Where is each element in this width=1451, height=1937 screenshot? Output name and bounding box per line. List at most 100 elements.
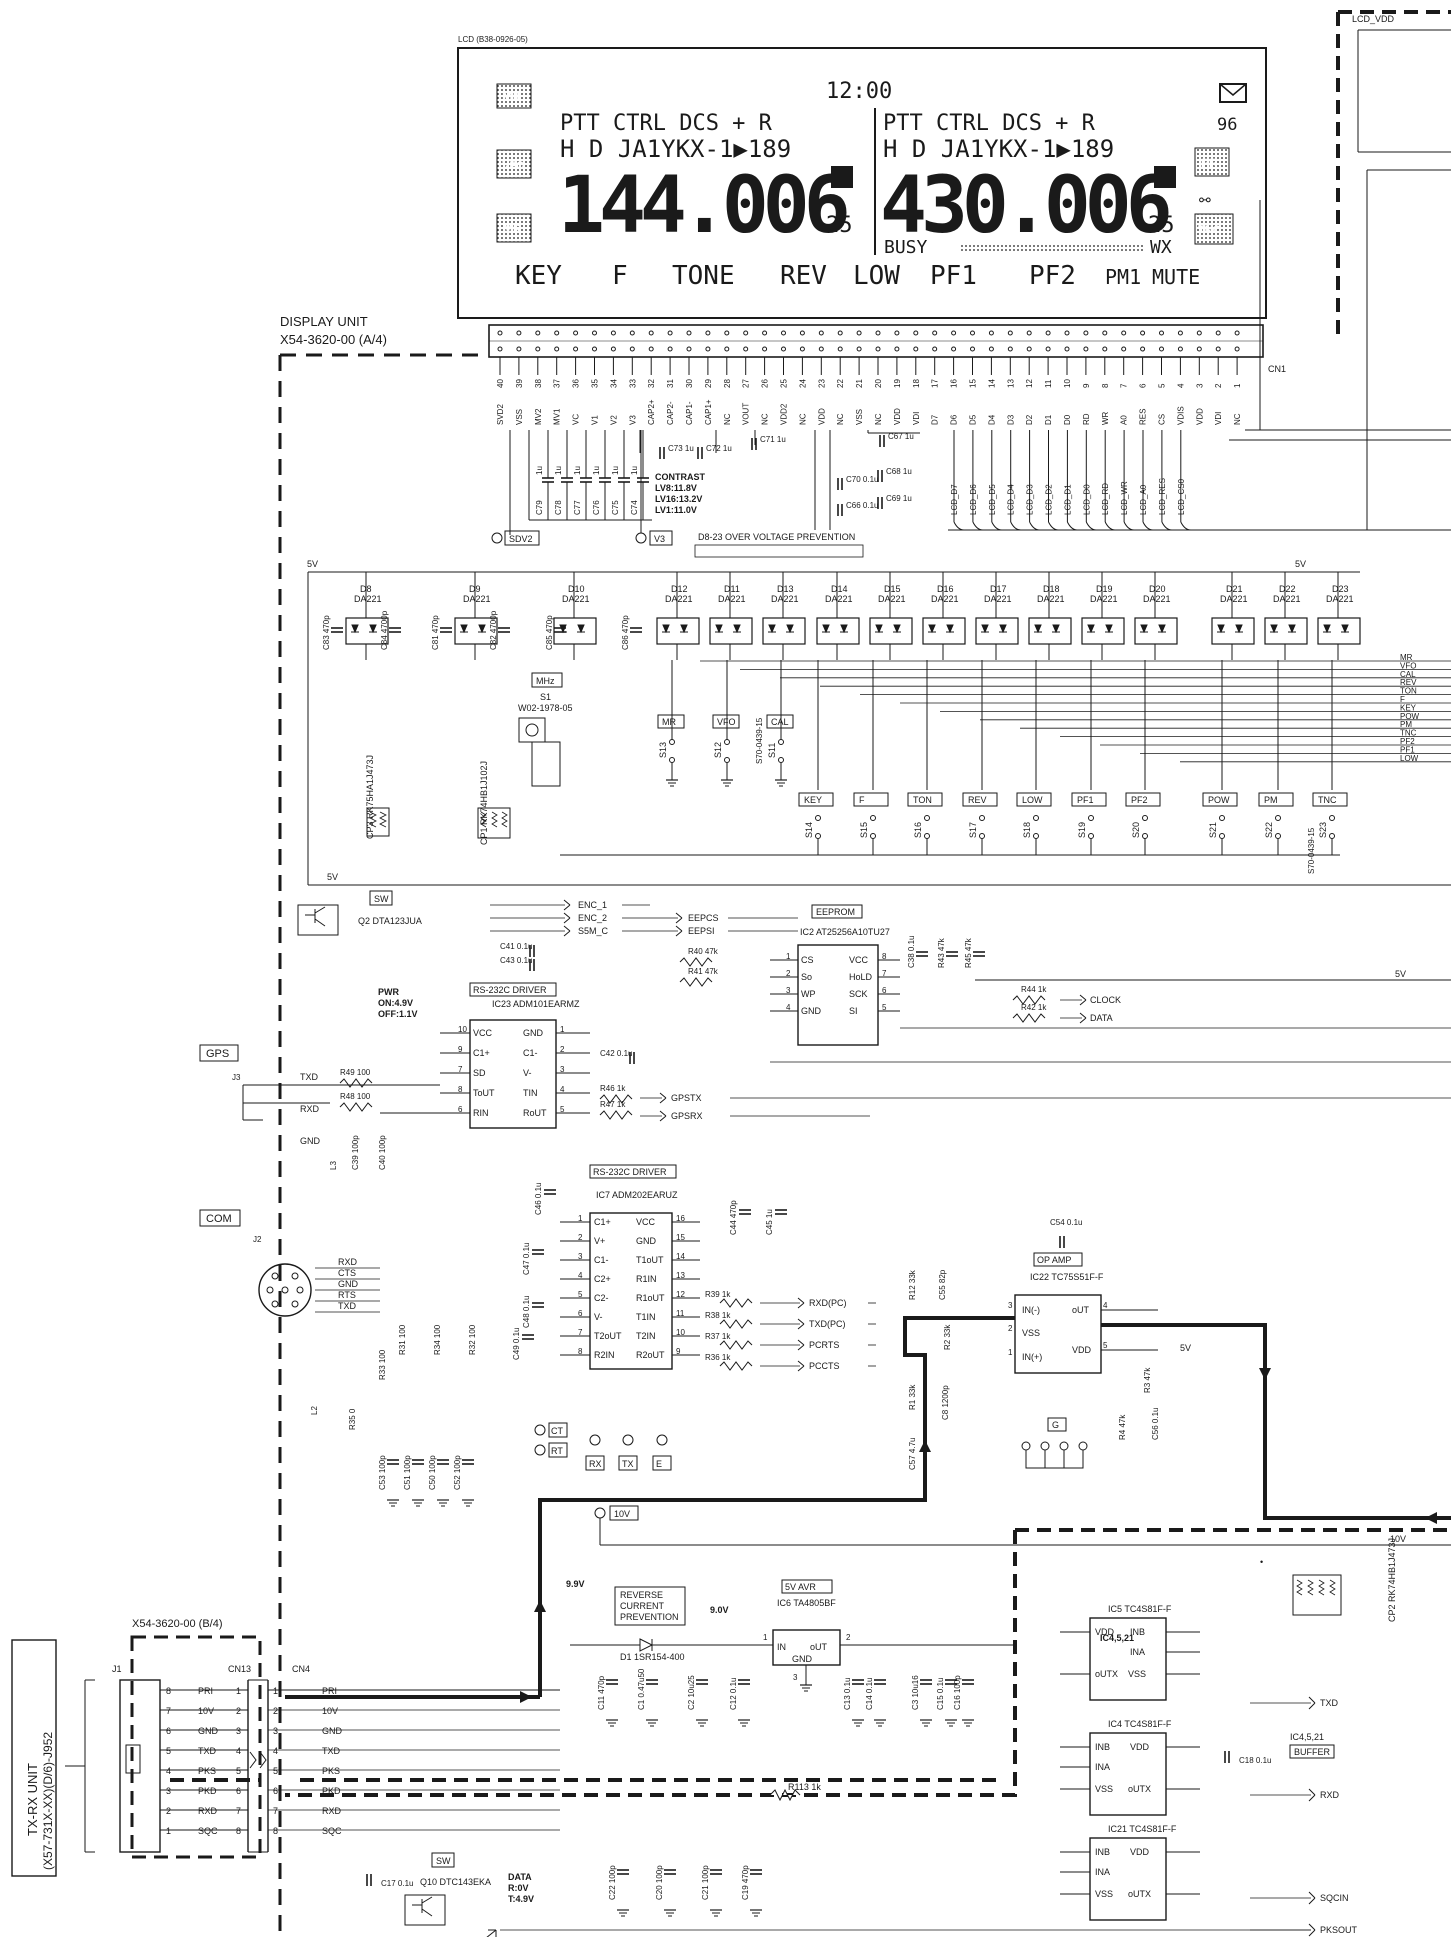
power-cap-label: C19 470p [741,1865,750,1900]
diode-cap-label: C86 470p [621,615,630,650]
contrast-cap-value: 1u [554,466,563,475]
eeprom-signal: EEPCS [688,913,719,923]
cn1-pin-dot [648,330,654,336]
eeprom-part-label: R41 47k [688,967,719,976]
buffer-pin-name: VDD [1095,1627,1115,1637]
s70-label-top: S70-0439-15 [755,717,764,764]
diode-symbol [822,624,848,634]
cn1-pin-dot [743,346,749,352]
cn1-pin-number: 35 [591,379,600,388]
lcd-side-mr: MR [503,222,522,236]
ic7-pin-number: 6 [578,1309,583,1318]
cn1-pin-number: 6 [1139,383,1148,388]
diode-cap-label: C81 470p [431,615,440,650]
key-line-label: F [1400,695,1405,704]
diode-ref: D14 [831,584,848,594]
cn1-pin-dot [894,330,900,336]
cn1-pin-dot [1234,330,1240,336]
com-pin-label: GND [338,1279,359,1289]
switch-contact [870,833,876,839]
cn4-signal: SQC [322,1826,342,1836]
cn1-pin-dot [951,330,957,336]
cn1-pin-dot [762,330,768,336]
contrast-cap-ref: C74 [630,500,639,515]
op-part-label: R12 33k [908,1269,917,1300]
cn4-signal: TXD [322,1746,341,1756]
lcd-bus-signal: LCD_RD [1101,483,1110,515]
ic7-pin-number: 11 [676,1309,685,1318]
cn1-pin-dot [1140,346,1146,352]
diode-part: DA221 [718,594,746,604]
diode-symbol [1217,624,1243,634]
power-cap-label: C12 0.1u [729,1678,738,1710]
cn13-pin-left: 5 [166,1746,171,1756]
din-pin [271,1300,279,1308]
test-point-box [585,1455,605,1471]
diode-part: DA221 [1143,594,1171,604]
ic7-pin-name: R1oUT [636,1293,665,1303]
test-point-box [548,1422,568,1438]
cn4-signal: 10V [322,1706,338,1716]
switch-contact [979,833,985,839]
s70-label-bottom: S70-0439-15 [1307,827,1316,874]
cn1-pin-dot [667,330,673,336]
lcd-softkey: REV [780,261,827,291]
lcd-signal-level: 96 [1217,115,1237,135]
cn1-pin-signal: VDIS [1176,406,1185,425]
switch-label-box [1258,792,1294,807]
resistor [679,957,713,967]
signal-arrow [1308,1788,1316,1802]
contrast-label: CONTRAST [655,472,705,482]
switch-label: KEY [804,795,822,805]
buffer-ic [1089,1732,1167,1816]
cn1-pin-dot [535,330,541,336]
cn1-pin-dot [1121,330,1127,336]
cn4-pin-number: 3 [273,1726,278,1736]
contrast-cap-value: 1u [592,466,601,475]
key-line-label: VFO [1400,661,1416,670]
data-level-r: R:0V [508,1883,529,1893]
top-cap-label: C68 1u [886,467,912,476]
cn1-pin-dot [1159,346,1164,352]
diode-part: DA221 [562,594,590,604]
lcd-vdd-label: LCD_VDD [1352,14,1395,24]
encoder-signal: S5M_C [578,926,609,936]
cn1-pin-dot [573,330,579,336]
switch-label: POW [1208,795,1230,805]
bus-entry [1142,521,1154,531]
cn13-pin-right: 3 [236,1726,241,1736]
bus-entry [1066,521,1078,531]
cn13-pin-right: 8 [236,1826,241,1836]
cn1-pin-dot [875,330,881,336]
r113-label: R113 1k [788,1782,821,1792]
ic23-pin-name: VCC [473,1028,493,1038]
v3-label: V3 [654,534,665,544]
cn1-pin-signal: VSS [515,409,524,425]
buffer-io: RXD [1320,1790,1340,1800]
cn1-pin-dot [970,330,975,336]
switch-label: TON [913,795,932,805]
eeprom-part-label: C38 0.1u [907,936,916,968]
bus-entry [972,521,983,531]
cn1-pin-dot [970,346,975,352]
ic7-pin-number: 14 [676,1252,685,1261]
diode-cap-label: C83 470p [322,615,331,650]
ic2-label: IC2 AT25256A10TU27 [800,927,890,937]
signal-arrow [797,1339,805,1351]
ic7-cap-label: C46 0.1u [534,1183,543,1215]
cn1-pin-number: 34 [609,379,618,388]
cn13-signal: PRI [198,1686,213,1696]
cn1-pin-number: 28 [723,379,732,388]
cn1-pin-dot [781,346,786,352]
lcd-wx: WX [1150,237,1172,258]
cn1-pin-dot [1007,346,1013,352]
cn1-pin-signal: VDI [1214,412,1223,425]
pr-indicator-icon [1194,147,1230,177]
cn13-signal: TXD [198,1746,217,1756]
com-pin-label: RXD [338,1257,358,1267]
buffer-ref: IC4,5,21 [1100,1633,1134,1643]
lcd-left-freq-sub: 25 [826,213,853,238]
